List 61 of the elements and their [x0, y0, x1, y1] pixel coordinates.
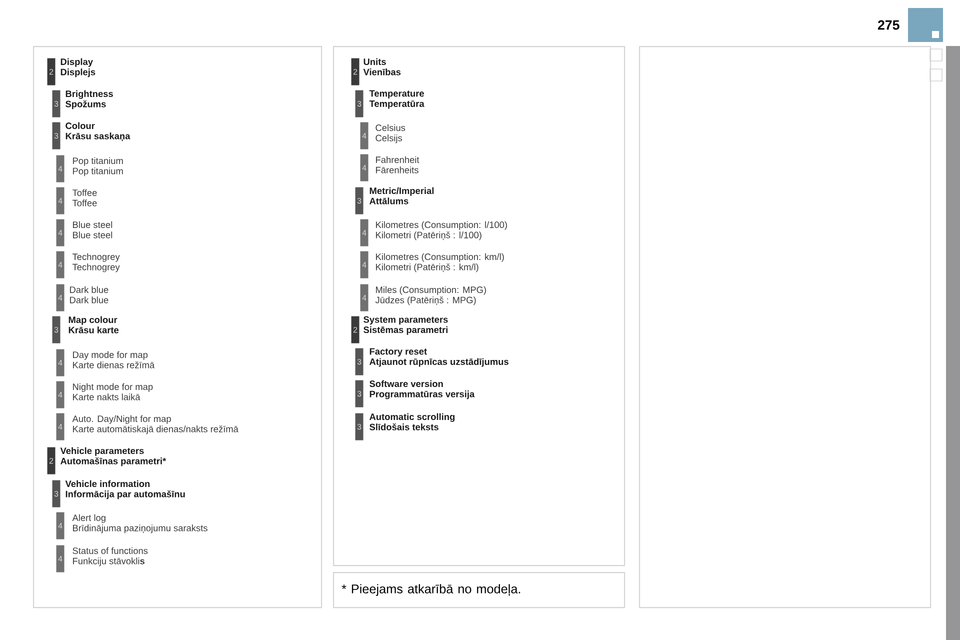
level-badge: 4: [56, 155, 64, 182]
menu-item: Technogrey Technogrey: [72, 253, 120, 272]
menu-item: System parameters Sistēmas parametri: [364, 316, 448, 335]
level-badge: 3: [355, 413, 364, 440]
level-badge: 4: [360, 219, 368, 246]
menu-item: Software version Programmatūras versija: [370, 380, 475, 400]
level-badge: 2: [47, 447, 56, 474]
menu-item: Automatic scrolling Slīdošais teksts: [370, 413, 455, 430]
level-badge: 4: [56, 381, 64, 408]
level-badge: 4: [360, 251, 368, 278]
level-badge: 4: [360, 284, 368, 312]
menu-item: Night mode for map Karte nakts laikā: [73, 383, 153, 400]
level-badge: 4: [56, 413, 64, 440]
level-badge: 2: [47, 58, 56, 86]
menu-item: Vehicle information Informācija par automašīnu: [65, 480, 185, 500]
menu-item: Toffee Toffee: [72, 189, 97, 206]
menu-item: Colour Krāsu saskaņa: [66, 122, 130, 142]
level-badge: 3: [355, 187, 364, 214]
menu-item: Auto. Day/Night for map Karte automātiskajā dienas/nakts režīmā: [72, 415, 238, 434]
level-badge: 4: [56, 284, 64, 312]
level-badge: 4: [56, 512, 64, 540]
menu-item: Fahrenheit Fārenheits: [376, 156, 420, 174]
menu-item: Kilometres (Consumption: km/l) Kilometri (Patēriņš : km/l): [376, 253, 504, 272]
menu-item: Dark blue Dark blue: [70, 286, 108, 304]
level-badge: 4: [56, 545, 64, 572]
level-badge: 4: [360, 154, 368, 182]
level-badge: 4: [56, 349, 64, 376]
menu-item: Display Displejs: [60, 58, 96, 78]
menu-item: Brightness Spožums: [66, 90, 113, 110]
level-badge: 2: [351, 58, 360, 86]
level-badge: 4: [360, 122, 368, 150]
menu-item: Alert log Brīdinājuma paziņojumu saraksts: [72, 514, 208, 534]
level-badge: 4: [56, 219, 64, 246]
level-badge: 3: [52, 480, 60, 508]
footnote-box: * Pieejams atkarībā no modeļa.: [333, 572, 626, 608]
level-badge: 3: [355, 348, 364, 376]
menu-item: Units Vienības: [363, 58, 401, 76]
level-badge: 3: [52, 90, 60, 118]
level-badge: 2: [351, 316, 360, 344]
menu-item: Miles (Consumption: MPG) Jūdzes (Patēriņš : MPG): [375, 286, 486, 306]
level-badge: 3: [355, 90, 364, 118]
menu-item: Blue steel Blue steel: [73, 221, 112, 238]
panel: [33, 46, 322, 608]
level-badge: 3: [52, 316, 60, 344]
page-number: 275: [878, 20, 900, 30]
level-badge: 3: [355, 380, 364, 408]
menu-item: Vehicle parameters Automašīnas parametri*: [60, 447, 166, 466]
menu-item: Day mode for map Karte dienas režīmā: [73, 351, 155, 368]
menu-item: Pop titanium Pop titanium: [73, 157, 123, 176]
menu-item: Map colour Krāsu karte: [68, 316, 119, 334]
level-badge: 4: [56, 251, 64, 278]
menu-item: Kilometres (Consumption: l/100) Kilometri (Patēriņš : l/100): [376, 221, 507, 240]
menu-item: Factory reset Atjaunot rūpnīcas uzstādījumus: [370, 348, 508, 367]
level-badge: 4: [56, 187, 64, 214]
menu-item: Temperature Temperatūra: [369, 90, 424, 109]
menu-item: Status of functions Funkciju stāvoklis: [72, 547, 148, 566]
level-badge: 3: [52, 122, 60, 150]
menu-item: Celsius Celsijs: [376, 124, 406, 144]
panel: [639, 46, 932, 608]
menu-item: Metric/Imperial Attālums: [370, 187, 434, 204]
panel: [333, 46, 626, 566]
